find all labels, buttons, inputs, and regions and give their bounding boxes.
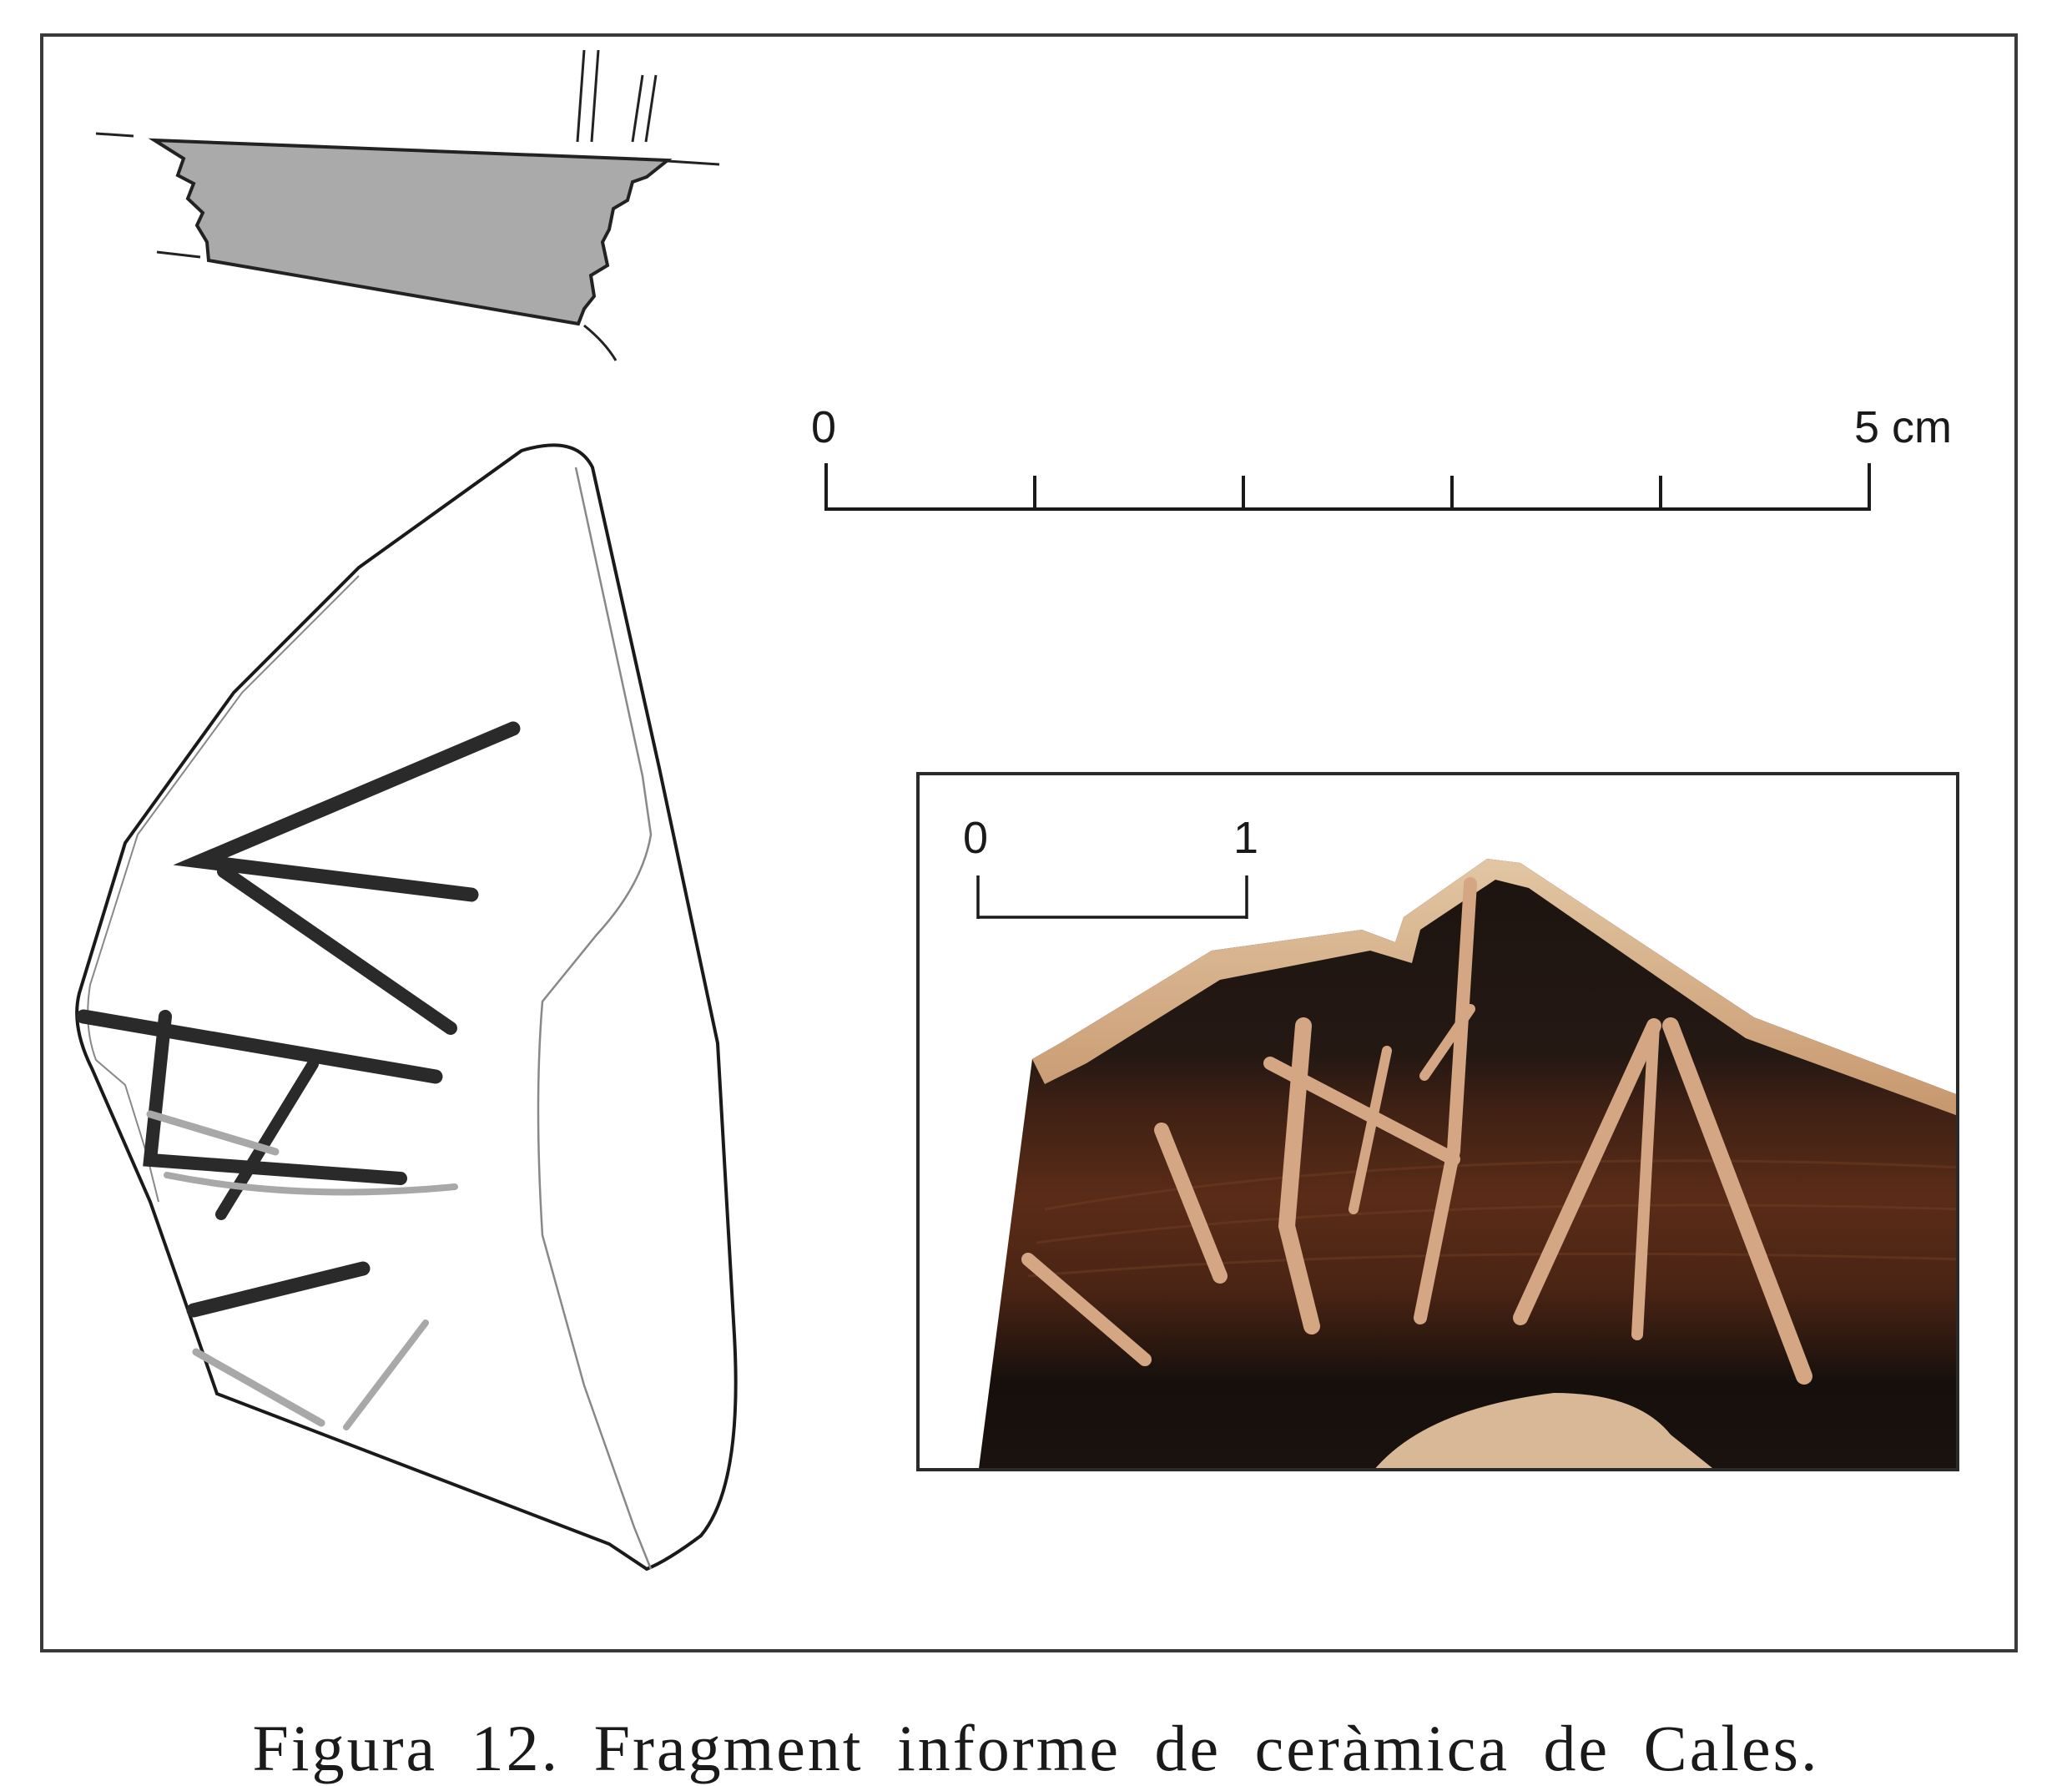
- incised-inscription-photo: [1021, 877, 1812, 1385]
- photo-scale-label-start: 0: [963, 813, 989, 863]
- vessel-profile-section: [95, 49, 720, 361]
- sherd-outline: [75, 443, 738, 1572]
- sherd-photo-image: [920, 775, 1956, 1468]
- scale-label-end: 5 cm: [1854, 402, 1953, 452]
- incised-inscription-drawing: [76, 721, 521, 1430]
- scale-bar-5cm: [824, 463, 1871, 511]
- scale-bar-photo: [976, 875, 1248, 919]
- sherd-photo: 0 1: [916, 772, 1959, 1471]
- scale-label-start: 0: [811, 402, 837, 452]
- figure-caption: Figura 12. Fragment informe de ceràmica …: [252, 1712, 1820, 1784]
- photo-scale-label-end: 1: [1233, 813, 1259, 863]
